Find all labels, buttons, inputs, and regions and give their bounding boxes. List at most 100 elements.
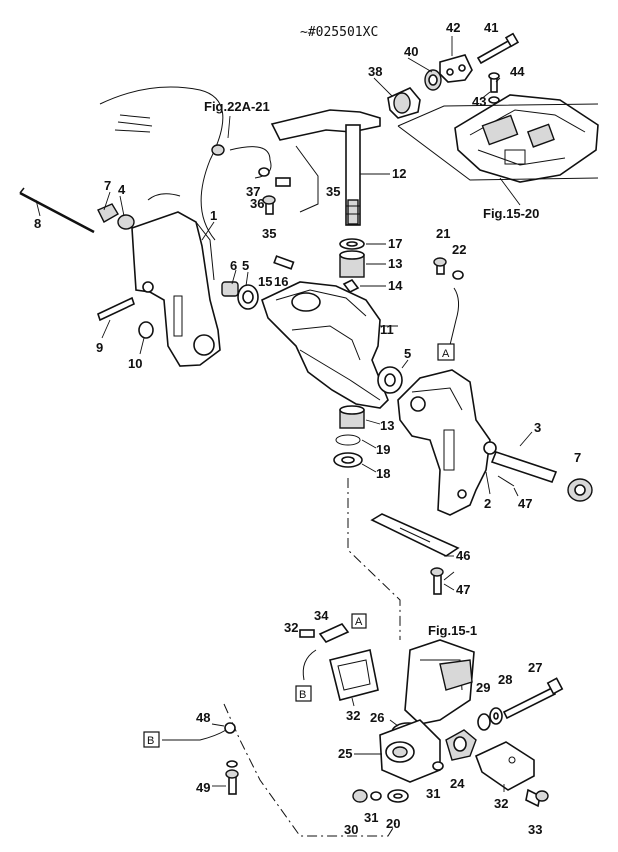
part-48-ground-wire [162, 722, 236, 741]
part-labels: 41 42 40 38 44 43 12 35 37 36 35 7 4 8 1… [34, 20, 581, 837]
label-30: 30 [344, 822, 358, 837]
part-5-bushing-right [377, 366, 403, 394]
label-10: 10 [128, 356, 142, 371]
leader-lines [35, 36, 533, 792]
part-18-washer [333, 452, 363, 468]
label-42: 42 [446, 20, 460, 35]
part-32-plate-right [474, 741, 535, 791]
part-13-bushing-upper [339, 250, 365, 278]
part-3-tilt-tube [490, 451, 558, 483]
label-12: 12 [392, 166, 406, 181]
label-4: 4 [118, 182, 126, 197]
part-17-washer [339, 238, 365, 250]
part-13-bushing-lower [339, 405, 365, 429]
part-9-bolt [97, 296, 135, 322]
part-31-washer-right [432, 761, 444, 771]
label-19: 19 [376, 442, 390, 457]
label-24: 24 [450, 776, 465, 791]
part-7-nut-left [97, 203, 119, 223]
label-15: 15 [258, 274, 272, 289]
box-b-marker-upper: B [295, 685, 312, 702]
label-31-right: 31 [426, 786, 440, 801]
part-15-16-screw [273, 255, 295, 270]
part-45-plate [370, 513, 460, 557]
label-9: 9 [96, 340, 103, 355]
label-2: 2 [484, 496, 491, 511]
label-44: 44 [510, 64, 525, 79]
part-6-bushing [221, 281, 239, 297]
serial-number: ~#025501XC [300, 25, 378, 40]
part-47-pin [497, 475, 515, 487]
fig-22a-21-ref: Fig.22A-21 [204, 99, 270, 114]
label-7-top: 7 [104, 178, 111, 193]
label-46: 47 [456, 582, 470, 597]
label-5-left: 5 [242, 258, 249, 273]
part-4-nut [117, 214, 135, 230]
label-27: 27 [528, 660, 542, 675]
part-37-bolt [275, 177, 291, 187]
part-24-mount [445, 729, 477, 761]
part-11-swivel-bracket [261, 281, 389, 409]
part-40-bolt [476, 32, 520, 65]
label-25: 25 [338, 746, 352, 761]
label-41: 40 [404, 44, 418, 59]
part-25-swivel-housing [379, 719, 441, 783]
part-27-bolt [502, 677, 564, 720]
label-35: 35 [326, 184, 340, 199]
label-21: 21 [436, 226, 450, 241]
label-22: 22 [452, 242, 466, 257]
label-18: 18 [376, 466, 390, 481]
label-34: 34 [314, 608, 329, 623]
ground-cable-a [449, 287, 460, 346]
part-19-o-ring [335, 434, 361, 446]
box-a-marker: A [437, 343, 455, 361]
part-39-mount [387, 87, 421, 119]
part-33-bolt-lower [525, 788, 549, 808]
part-2-clamp-bracket-right [397, 369, 497, 516]
label-7-right: 7 [574, 450, 581, 465]
label-5-right: 5 [404, 346, 411, 361]
label-11: 11 [380, 322, 394, 337]
label-26: 26 [370, 710, 384, 725]
part-10-washer [138, 321, 154, 339]
svg-text:B: B [147, 735, 154, 747]
svg-text:B: B [299, 689, 306, 701]
fig-15-1-ref: Fig.15-1 [428, 623, 477, 638]
axis-line-center [347, 478, 401, 640]
label-1: 1 [210, 208, 217, 223]
part-42-bracket [439, 54, 473, 83]
label-38: 37 [246, 184, 260, 199]
lower-cowling-assembly [397, 94, 599, 183]
label-45: 46 [456, 548, 470, 563]
label-33-upper: 32 [284, 620, 298, 635]
part-22-washer [452, 270, 464, 280]
part-21-bolt [433, 257, 447, 275]
label-47: 47 [518, 496, 532, 511]
ground-cable-b-upper [302, 649, 317, 681]
box-a-marker-lower: A [351, 613, 367, 629]
label-20: 20 [386, 816, 400, 831]
label-28: 28 [498, 672, 512, 687]
axis-line-bottom [223, 703, 399, 837]
part-5-bushing-left [237, 284, 259, 310]
svg-text:A: A [442, 348, 450, 360]
fig-15-20-ref: Fig.15-20 [483, 206, 539, 221]
box-b-marker-lower: B [143, 731, 160, 748]
label-40: 41 [484, 20, 498, 35]
label-37: 36 [250, 196, 264, 211]
part-28-washer [489, 707, 503, 725]
part-29-washer [477, 713, 491, 731]
label-17: 17 [388, 236, 402, 251]
part-38-washer [258, 167, 270, 177]
part-1-clamp-bracket-left [131, 211, 221, 367]
part-8-rod [19, 187, 95, 234]
part-12-steering-shaft [270, 109, 381, 226]
label-3: 3 [534, 420, 541, 435]
part-31-washer-left [370, 791, 382, 801]
label-43: 43 [472, 94, 486, 109]
label-8: 8 [34, 216, 41, 231]
part-49-bolt [225, 760, 239, 795]
label-32-left: 32 [346, 708, 360, 723]
wiring-harness [99, 86, 272, 241]
